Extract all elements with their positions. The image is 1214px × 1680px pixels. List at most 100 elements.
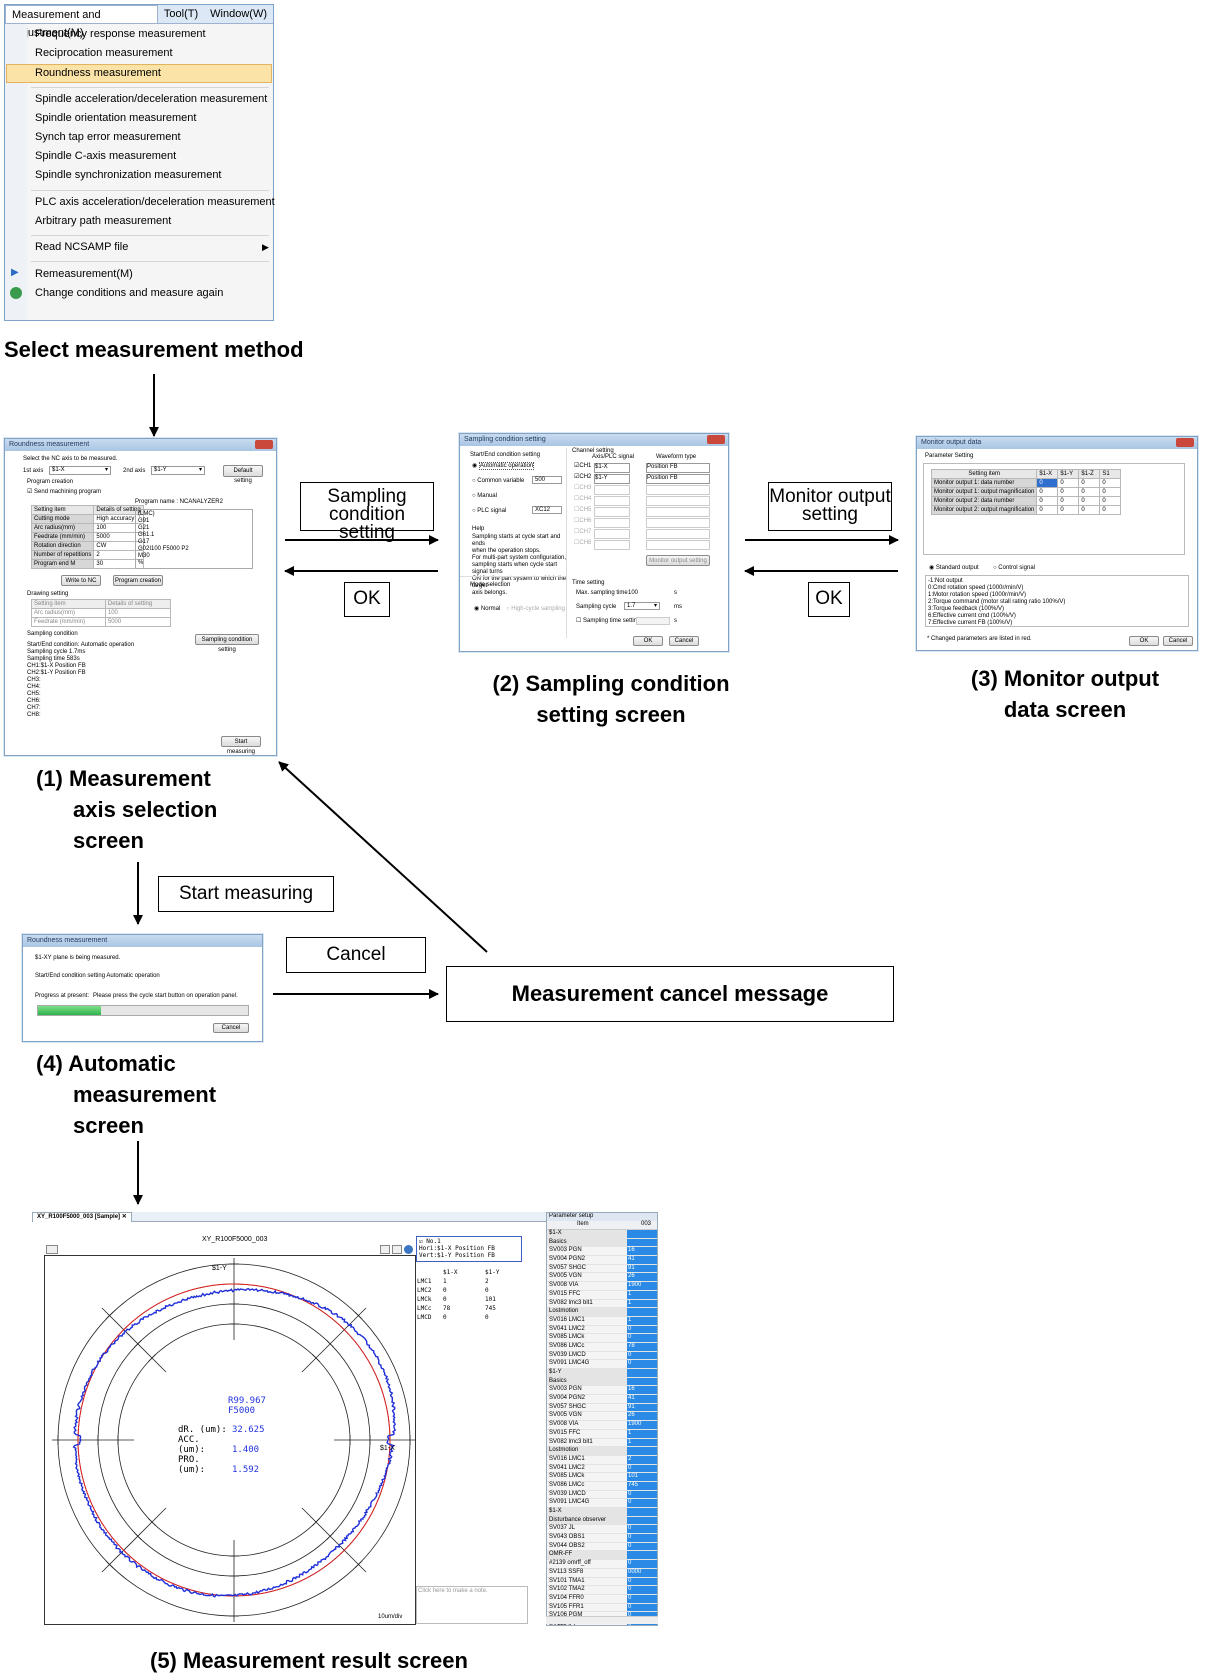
param-value[interactable] [627, 1516, 657, 1525]
checkbox-icon[interactable]: ☐ [574, 529, 580, 535]
cell[interactable]: 0 [1099, 478, 1122, 488]
axis1-select[interactable]: $1-X▾ [49, 466, 111, 475]
param-value[interactable]: 1900 [627, 1282, 657, 1290]
cell[interactable]: 0 [1099, 487, 1122, 497]
print-icon[interactable] [392, 1245, 402, 1254]
sampling-condition-setting-button[interactable]: Sampling condition setting [195, 634, 259, 653]
ok-button[interactable]: OK [633, 636, 663, 646]
menu-tool[interactable]: Tool(T) [163, 8, 199, 20]
checkbox-icon[interactable]: ☐ [574, 507, 580, 513]
channel-wave-select[interactable]: Position FB [646, 474, 710, 484]
menu-item-roundness[interactable]: Roundness measurement [35, 67, 161, 79]
param-value[interactable]: 0 [627, 1577, 657, 1586]
channel-row[interactable]: ☐CH6 [574, 518, 710, 529]
axis2-select[interactable]: $1-Y▾ [151, 466, 205, 475]
checkbox-icon[interactable]: ☑ [574, 474, 580, 480]
cell[interactable]: 0 [1057, 478, 1080, 488]
help-icon[interactable] [404, 1245, 413, 1254]
param-value[interactable] [627, 1308, 657, 1316]
cell[interactable]: 0 [1036, 487, 1059, 497]
channel-axis-select[interactable]: $1-Y [594, 474, 630, 484]
param-row[interactable]: Lostmotion [547, 1308, 657, 1317]
close-icon[interactable] [255, 440, 273, 449]
channel-axis-select[interactable] [594, 529, 630, 539]
radio-manual[interactable]: ○ Manual [472, 493, 497, 499]
param-value[interactable]: 1 [627, 1438, 657, 1447]
channel-row[interactable]: ☐CH3 [574, 485, 710, 496]
channel-wave-select[interactable] [646, 496, 710, 506]
channel-axis-select[interactable] [594, 540, 630, 550]
cell[interactable]: 0 [1036, 496, 1059, 506]
cell[interactable]: 0 [1057, 505, 1080, 515]
ok-button[interactable]: OK [1129, 636, 1159, 646]
param-value[interactable]: 16 [627, 1386, 657, 1395]
menu-item-remeasurement[interactable]: Remeasurement(M) [35, 268, 133, 280]
close-icon[interactable] [1176, 438, 1194, 447]
param-value[interactable] [627, 1551, 657, 1560]
legend-item[interactable]: ☑ No.1 [419, 1238, 441, 1245]
param-row[interactable]: $1-X [547, 1508, 657, 1517]
menu-item-read-ncsamp[interactable]: Read NCSAMP file [35, 241, 129, 253]
cell[interactable]: 0 [1057, 487, 1080, 497]
channel-axis-select[interactable] [594, 518, 630, 528]
note-input[interactable]: Click here to make a note. [416, 1586, 528, 1624]
menu-item-change-conditions[interactable]: Change conditions and measure again [35, 287, 224, 299]
menu-item-spindle-c-axis[interactable]: Spindle C-axis measurement [35, 150, 177, 162]
default-setting-button[interactable]: Default setting [223, 465, 263, 484]
plc-signal-input[interactable]: XC12 [532, 506, 562, 514]
param-value[interactable]: 1 [627, 1299, 657, 1308]
radio-control-signal[interactable]: ○ Control signal [993, 565, 1035, 571]
channel-row[interactable]: ☐CH8 [574, 540, 710, 551]
menu-measurement-adjustment[interactable]: Measurement and Adjustment(M) [5, 5, 158, 39]
radio-common-variable[interactable]: ○ Common variable [472, 478, 525, 484]
param-value[interactable]: 0 [627, 1534, 657, 1542]
param-value[interactable] [627, 1369, 657, 1377]
param-value[interactable]: 91 [627, 1403, 657, 1412]
send-program-checkbox[interactable]: ☑ Send machining program [27, 489, 102, 495]
cell[interactable]: 0 [1078, 505, 1101, 515]
param-value[interactable]: 16 [627, 1247, 657, 1256]
channel-wave-select[interactable]: Position FB [646, 463, 710, 473]
channel-axis-select[interactable] [594, 496, 630, 506]
radio-plc-signal[interactable]: ○ PLC signal [472, 508, 507, 514]
menu-item-plc-axis[interactable]: PLC axis acceleration/deceleration measu… [35, 196, 275, 208]
export-icon[interactable] [46, 1245, 58, 1254]
checkbox-icon[interactable]: ☐ [574, 496, 580, 502]
start-measuring-button[interactable]: Start measuring [221, 736, 261, 755]
param-value[interactable]: 1 [627, 1429, 657, 1438]
param-value[interactable] [627, 1230, 657, 1238]
channel-wave-select[interactable] [646, 540, 710, 550]
channel-row[interactable]: ☐CH5 [574, 507, 710, 518]
cell[interactable]: 0 [1078, 496, 1101, 506]
param-value[interactable]: 26 [627, 1412, 657, 1421]
param-row[interactable]: Basics [547, 1377, 657, 1387]
menu-item-spindle-orientation[interactable]: Spindle orientation measurement [35, 112, 197, 124]
channel-row[interactable]: ☐CH7 [574, 529, 710, 540]
param-value[interactable]: 0 [627, 1560, 657, 1568]
param-value[interactable]: 91 [627, 1264, 657, 1273]
radio-normal[interactable]: ◉ Normal [474, 606, 501, 612]
param-value[interactable]: 0 [627, 1325, 657, 1334]
monitor-output-setting-button[interactable]: Monitor output setting [646, 555, 710, 566]
